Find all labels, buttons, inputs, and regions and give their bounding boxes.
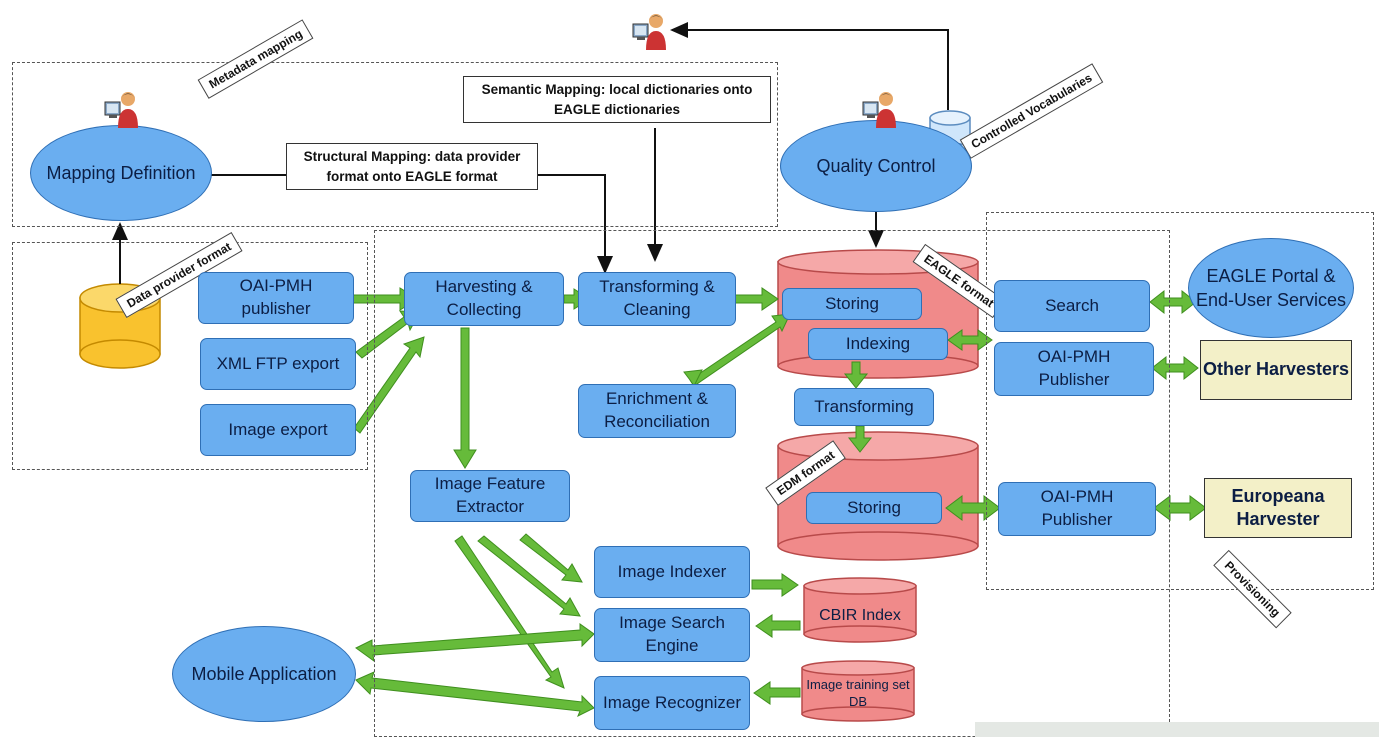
image-recognizer-node[interactable]: Image Recognizer (594, 676, 750, 730)
image-export-label: Image export (228, 419, 328, 439)
cbir-index-label: CBIR Index (819, 606, 901, 624)
image-training-set-database (801, 660, 915, 722)
indexing-label: Indexing (845, 333, 911, 353)
eagle-portal-label: EAGLE Portal & End-User Services (1195, 265, 1347, 310)
other-harvesters-label: Other Harvesters (1202, 359, 1350, 380)
image-search-engine-label: Image Search Engine (619, 613, 725, 655)
quality-control-node[interactable]: Quality Control (780, 120, 972, 212)
image-training-set-label: Image training set DB (806, 677, 910, 709)
eagle-portal-node[interactable]: EAGLE Portal & End-User Services (1188, 238, 1354, 338)
mobile-application-label: Mobile Application (191, 663, 337, 684)
image-export-node[interactable]: Image export (200, 404, 356, 456)
xml-ftp-export-label: XML FTP export (216, 353, 340, 373)
provisioning-region (986, 212, 1374, 590)
indexing-node[interactable]: Indexing (808, 328, 948, 360)
storing-eagle-node[interactable]: Storing (782, 288, 922, 320)
metadata-mapping-region (12, 62, 778, 227)
oai-pmh-publisher-1-label: OAI-PMH Publisher (1037, 347, 1111, 389)
mapping-definition-node[interactable]: Mapping Definition (30, 125, 212, 221)
harvesting-collecting-label: Harvesting & Collecting (435, 277, 533, 319)
oai-pmh-publisher-source-node[interactable]: OAI-PMH publisher (198, 272, 354, 324)
quality-control-label: Quality Control (816, 155, 936, 176)
transforming-cleaning-label: Transforming & Cleaning (599, 277, 715, 319)
person-icon (862, 92, 896, 128)
enrichment-reconciliation-label: Enrichment & Reconciliation (604, 389, 710, 431)
storing-edm-node[interactable]: Storing (806, 492, 942, 524)
structural-mapping-note: Structural Mapping: data provider format… (286, 143, 538, 191)
xml-ftp-export-node[interactable]: XML FTP export (200, 338, 356, 390)
europeana-harvester-label: Europeana Harvester (1231, 485, 1325, 529)
data-provider-region (12, 242, 368, 470)
image-recognizer-label: Image Recognizer (603, 692, 741, 712)
image-indexer-label: Image Indexer (617, 561, 727, 581)
cbir-index-database (803, 577, 917, 643)
storing-eagle-label: Storing (825, 293, 879, 313)
transforming-label: Transforming (814, 396, 914, 416)
oai-pmh-publisher-2-label: OAI-PMH Publisher (1040, 487, 1114, 529)
oai-pmh-publisher-1-node[interactable]: OAI-PMH Publisher (994, 342, 1154, 396)
oai-pmh-publisher-source-label: OAI-PMH publisher (239, 276, 313, 318)
image-feature-extractor-label: Image Feature Extractor (434, 474, 546, 516)
oai-pmh-publisher-2-node[interactable]: OAI-PMH Publisher (998, 482, 1156, 536)
search-node[interactable]: Search (994, 280, 1150, 332)
transforming-node[interactable]: Transforming (794, 388, 934, 426)
person-icon (104, 92, 138, 128)
storing-edm-label: Storing (847, 497, 901, 517)
image-indexer-node[interactable]: Image Indexer (594, 546, 750, 598)
other-harvesters-box[interactable]: Other Harvesters (1200, 340, 1352, 400)
semantic-mapping-note: Semantic Mapping: local dictionaries ont… (463, 76, 771, 124)
mobile-application-node[interactable]: Mobile Application (172, 626, 356, 722)
image-feature-extractor-node[interactable]: Image Feature Extractor (410, 470, 570, 522)
harvesting-collecting-node[interactable]: Harvesting & Collecting (404, 272, 564, 326)
footer-band (975, 722, 1379, 737)
mapping-definition-label: Mapping Definition (46, 162, 196, 183)
enrichment-reconciliation-node[interactable]: Enrichment & Reconciliation (578, 384, 736, 438)
search-label: Search (1045, 295, 1099, 315)
transforming-cleaning-node[interactable]: Transforming & Cleaning (578, 272, 736, 326)
person-icon (632, 14, 666, 50)
europeana-harvester-box[interactable]: Europeana Harvester (1204, 478, 1352, 538)
flow-arrows (341, 287, 1207, 718)
image-search-engine-node[interactable]: Image Search Engine (594, 608, 750, 662)
